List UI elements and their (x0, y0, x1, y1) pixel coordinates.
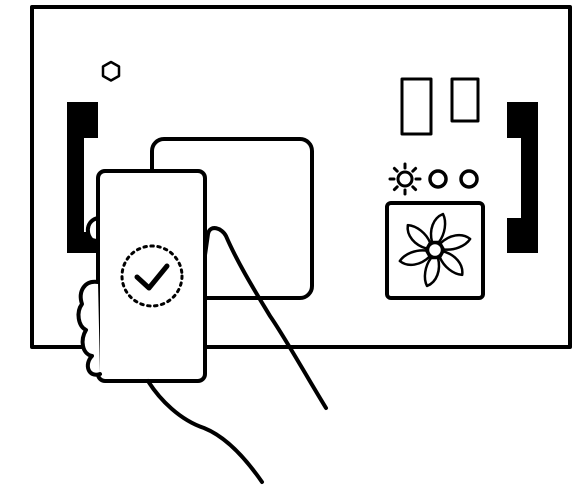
hexagon-screw-icon (101, 60, 121, 82)
checkmark-in-dotted-circle-icon (120, 244, 184, 308)
left-bracket (67, 102, 98, 253)
hand-left-fingers (76, 279, 102, 377)
fan-icon (398, 212, 472, 288)
right-bracket (507, 102, 538, 253)
ring-indicator-icon (459, 169, 479, 189)
slot-left (400, 77, 433, 136)
fan-box (385, 201, 485, 300)
ring-indicator-icon (428, 169, 448, 189)
checkmark-icon (134, 263, 170, 291)
hand-thumb-and-wrist (203, 226, 328, 410)
smartphone (96, 169, 207, 383)
hand-wrist-lower (146, 379, 264, 484)
slot-right (450, 77, 480, 123)
sun-indicator-icon (388, 162, 422, 196)
